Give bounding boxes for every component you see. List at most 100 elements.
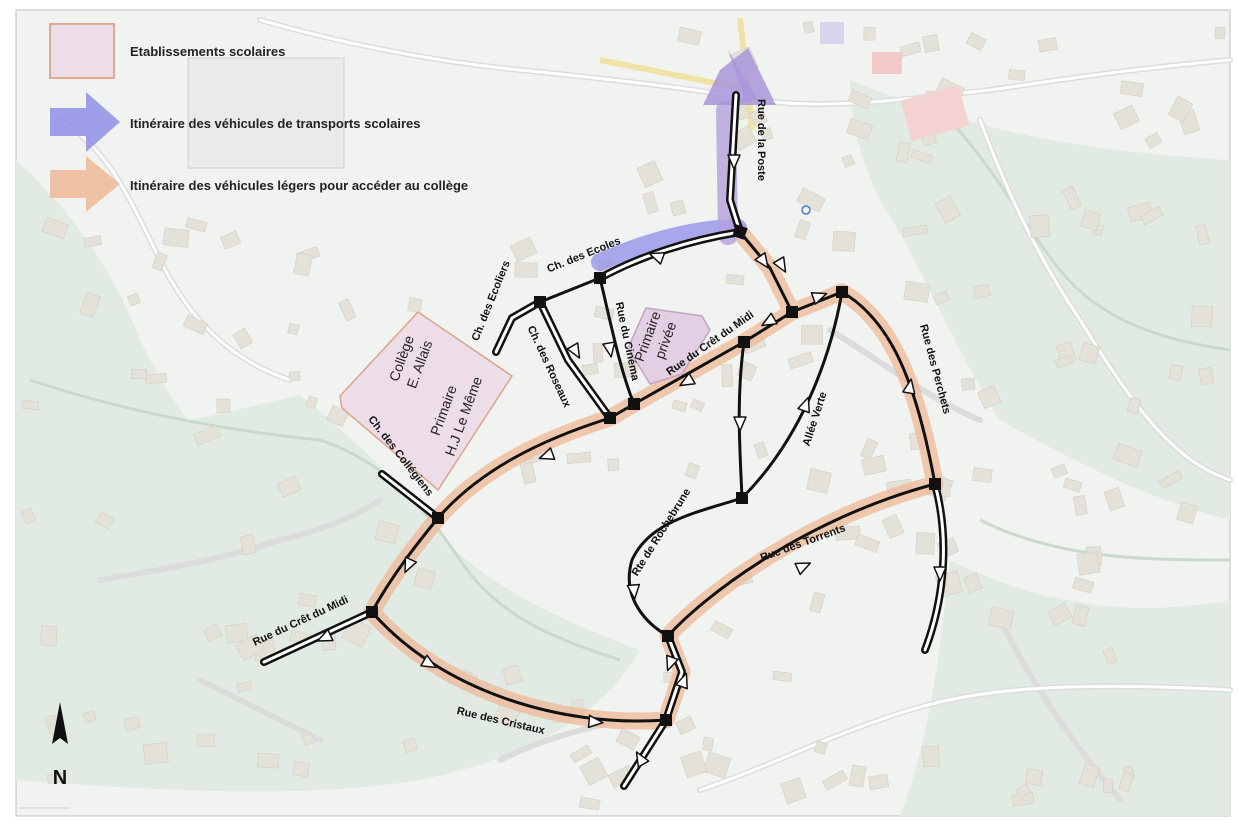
background-building: [297, 593, 317, 608]
landmark-building: [820, 22, 844, 44]
background-building: [1029, 214, 1050, 239]
background-building: [239, 534, 257, 556]
background-building: [607, 458, 620, 472]
schools-layer: [339, 307, 711, 492]
background-building: [1008, 69, 1026, 81]
road-roseaux-double[interactable]: [536, 298, 614, 422]
direction-arrow-icon: [587, 714, 604, 729]
background-building: [1015, 783, 1032, 799]
background-building: [1118, 771, 1135, 793]
background-building: [20, 507, 37, 525]
background-building: [794, 218, 812, 241]
background-building: [961, 377, 976, 391]
background-building: [21, 399, 40, 411]
background-building: [123, 715, 142, 732]
street: [997, 617, 1123, 803]
direction-arrow-icon: [648, 252, 666, 265]
road-cret-midi-double[interactable]: [260, 608, 376, 666]
college-building: [339, 311, 514, 492]
road-ecoles-west[interactable]: [538, 276, 602, 304]
road-poste-double[interactable]: [726, 91, 744, 236]
background-building: [292, 760, 310, 778]
background-building: [910, 149, 934, 164]
direction-arrow-icon: [933, 566, 947, 582]
direction-arrow-icon: [626, 583, 641, 600]
background-building: [293, 252, 313, 277]
road-south-double[interactable]: [620, 632, 686, 790]
background-building: [963, 572, 983, 594]
road-torrents[interactable]: [666, 482, 937, 638]
direction-arrow-icon: [810, 292, 828, 305]
background-building: [566, 451, 592, 465]
landmark-building: [872, 52, 902, 74]
background-building: [813, 740, 828, 755]
background-building: [569, 744, 593, 763]
road-ecoliers-double[interactable]: [492, 298, 544, 356]
background-building: [301, 731, 316, 747]
road-perchets[interactable]: [840, 290, 937, 486]
background-building: [1103, 487, 1126, 512]
street: [758, 58, 1232, 106]
background-building: [151, 251, 168, 272]
background-building: [401, 737, 419, 754]
background-building: [1037, 37, 1058, 53]
background-building: [519, 462, 537, 485]
road-ecoles-double[interactable]: [596, 228, 744, 282]
background-building: [182, 314, 209, 336]
direction-arrow-icon: [754, 252, 769, 269]
background-building: [680, 750, 708, 779]
background-building: [1072, 494, 1088, 516]
background-building: [514, 262, 538, 278]
background-building: [1076, 551, 1101, 576]
background-building: [1176, 501, 1199, 525]
background-building: [407, 296, 423, 314]
direction-arrow-icon: [733, 416, 747, 432]
background-building: [867, 773, 890, 791]
background-building: [142, 742, 169, 765]
marker-icon: [801, 205, 811, 215]
direction-arrow-icon: [538, 447, 556, 460]
background-building: [802, 20, 815, 34]
background-building: [1119, 80, 1144, 97]
intersection-node: [534, 296, 546, 308]
road-collegiens-double[interactable]: [378, 470, 442, 522]
direction-arrow-icon: [404, 556, 418, 574]
legend-bus-arrow-icon: [50, 92, 120, 152]
background-building: [1071, 604, 1090, 627]
terrain-patch: [16, 160, 260, 470]
direction-arrow-icon: [566, 342, 581, 359]
direction-arrow-icon: [902, 378, 916, 395]
north-arrow-icon: [52, 702, 68, 744]
background-building: [185, 217, 208, 233]
intersection-node: [594, 272, 606, 284]
street: [698, 684, 1232, 792]
background-building: [1072, 576, 1095, 594]
background-building: [257, 753, 280, 769]
background-building: [1144, 132, 1163, 150]
background-building: [1167, 363, 1184, 382]
background-building: [236, 681, 252, 693]
background-building: [902, 224, 929, 237]
road-cristaux[interactable]: [370, 610, 668, 723]
background-building: [669, 199, 687, 217]
road-allee-verte[interactable]: [740, 290, 844, 500]
street: [258, 18, 762, 102]
legend-schools-swatch: [49, 23, 115, 79]
background-building: [932, 290, 950, 306]
background-building: [94, 510, 115, 530]
background-building: [1158, 470, 1184, 490]
background-building: [1214, 26, 1226, 40]
background-building: [674, 715, 697, 736]
road-cinema[interactable]: [598, 276, 636, 406]
direction-arrow-icon: [727, 154, 741, 170]
background-building: [41, 217, 69, 240]
background-building: [965, 31, 987, 52]
background-building: [808, 591, 826, 614]
road-rochebrune[interactable]: [627, 496, 744, 638]
background-building: [721, 363, 734, 387]
intersection-node: [929, 478, 941, 490]
road-poste-lower[interactable]: [738, 230, 794, 314]
background-building: [725, 273, 745, 286]
background-building: [592, 343, 604, 363]
sports-field: [187, 57, 345, 169]
